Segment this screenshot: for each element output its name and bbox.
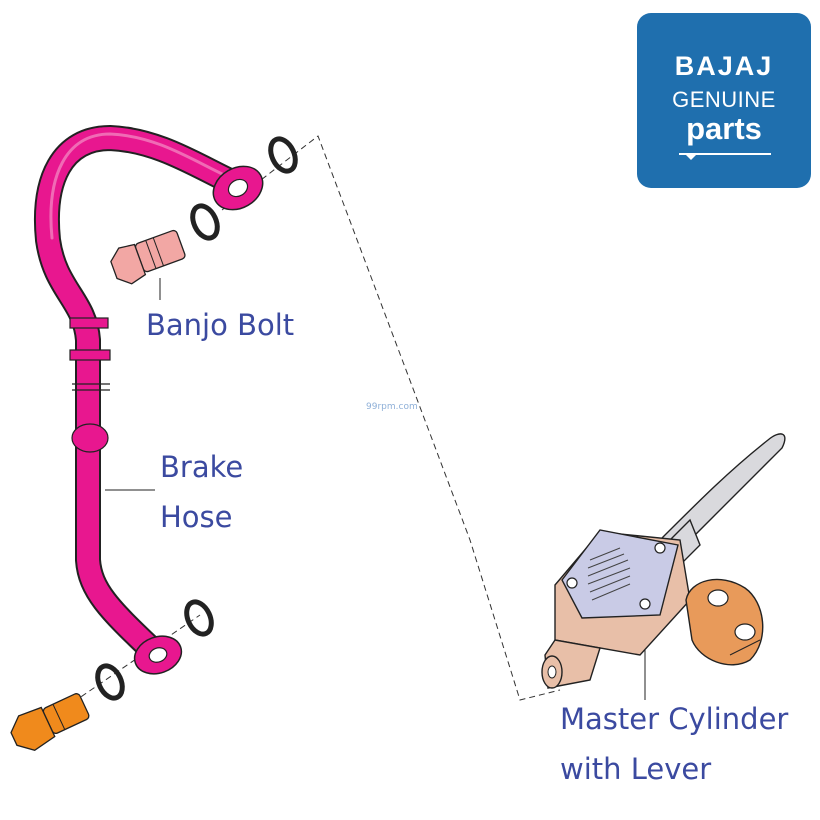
bottom-bolt xyxy=(10,693,90,751)
logo-line1: GENUINE xyxy=(672,87,776,112)
logo-line2: parts xyxy=(686,111,762,146)
label-master-cylinder-line2: with Lever xyxy=(560,752,712,786)
bajaj-genuine-parts-logo: BAJAJ GENUINE parts xyxy=(637,13,811,188)
hose-grommet xyxy=(71,423,109,453)
label-brake-hose-line1: Brake xyxy=(160,450,244,484)
banjo-bolt xyxy=(110,229,186,285)
brake-lever xyxy=(658,433,786,541)
assembly-dashed-line xyxy=(221,135,561,701)
washer-top-2 xyxy=(190,203,220,241)
reservoir-cap xyxy=(561,529,679,619)
washer-bottom-2 xyxy=(95,663,125,701)
washer-top-1 xyxy=(268,136,298,174)
master-cylinder xyxy=(541,433,786,689)
label-master-cylinder-line1: Master Cylinder xyxy=(560,702,789,736)
logo-arrow-icon xyxy=(679,153,771,160)
brake-hose xyxy=(34,125,251,661)
label-brake-hose-line2: Hose xyxy=(160,500,233,534)
handlebar-clamp xyxy=(685,578,764,666)
logo-brand: BAJAJ xyxy=(674,51,774,81)
washer-bottom-1 xyxy=(184,599,214,637)
hose-clip xyxy=(69,349,111,361)
label-banjo-bolt: Banjo Bolt xyxy=(146,308,295,342)
hose-clip xyxy=(69,317,109,329)
watermark: 99rpm.com xyxy=(366,402,418,412)
